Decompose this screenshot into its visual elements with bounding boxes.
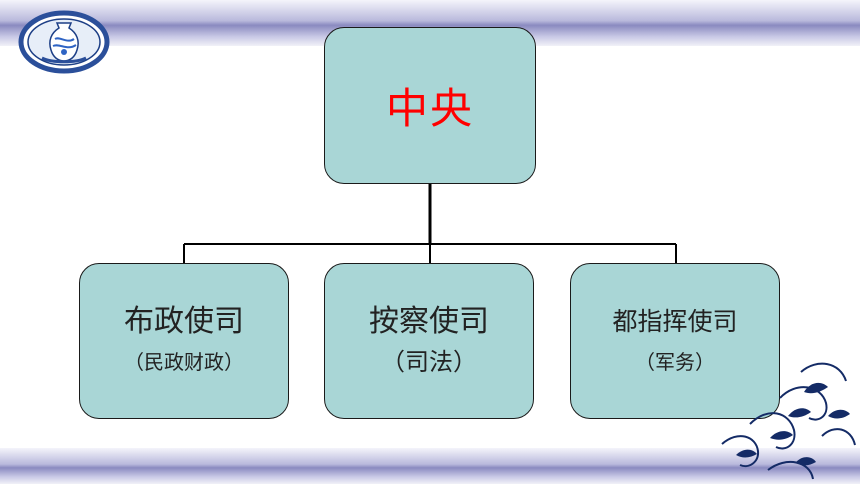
porcelain-vase-logo-icon	[18, 10, 110, 74]
child-node-subtitle: （民政财政）	[124, 350, 244, 374]
child-node-provincial-administration: 布政使司 （民政财政）	[79, 263, 289, 419]
child-node-title: 按察使司	[369, 304, 489, 339]
child-node-judicial-commission: 按察使司 （司法）	[324, 263, 534, 419]
child-node-title: 布政使司	[124, 304, 244, 339]
floral-scroll-ornament-icon	[710, 350, 860, 484]
child-node-subtitle: （军务）	[635, 350, 715, 374]
child-node-military-commission: 都指挥使司 （军务）	[570, 263, 780, 419]
child-node-subtitle: （司法）	[381, 348, 477, 376]
bottom-banner	[0, 448, 860, 484]
child-node-title: 都指挥使司	[612, 307, 738, 336]
root-node-title: 中央	[385, 84, 474, 133]
root-node-central: 中央	[324, 27, 536, 184]
